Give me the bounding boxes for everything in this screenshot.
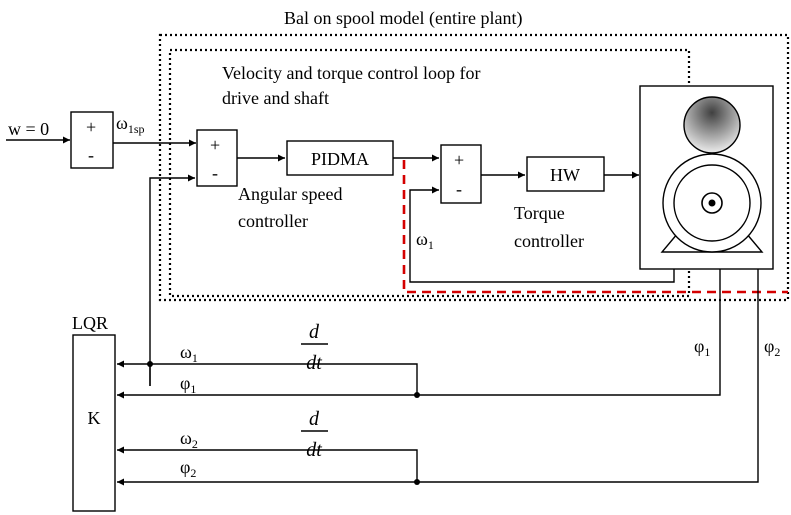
phi1-line xyxy=(117,269,721,399)
omega1-label: ω1 xyxy=(180,342,198,365)
sum1-minus: - xyxy=(88,145,94,165)
phi2-right-label: φ2 xyxy=(764,336,780,359)
sum3-plus: + xyxy=(454,150,464,170)
omega1-speed-feedback xyxy=(149,174,195,386)
sum2-plus: + xyxy=(210,135,220,155)
phi1-right-label: φ1 xyxy=(694,336,710,359)
omega2-label: ω2 xyxy=(180,428,198,451)
lqr-label: LQR xyxy=(72,313,108,333)
plant-boundary-outer xyxy=(158,33,790,302)
sum2-minus: - xyxy=(212,163,218,183)
hw-label: HW xyxy=(550,165,580,185)
phi2-line xyxy=(117,269,759,486)
deriv2-denominator: dt xyxy=(306,439,322,461)
plant-title: Bal on spool model (entire plant) xyxy=(284,8,522,29)
loop-boundary-inner xyxy=(168,48,691,298)
omega2-line xyxy=(117,446,418,482)
deriv1-denominator: dt xyxy=(306,352,322,374)
hw-caption-2: controller xyxy=(514,231,584,251)
pidma-label: PIDMA xyxy=(311,149,369,169)
phi1-junction xyxy=(414,392,420,398)
phi2-label: φ2 xyxy=(180,457,196,480)
deriv1-numerator: d xyxy=(309,321,320,343)
omega1-feedback-label: ω1 xyxy=(416,229,434,252)
omega1-line xyxy=(117,360,418,395)
k-label: K xyxy=(88,408,101,428)
pidma-caption-1: Angular speed xyxy=(238,184,342,204)
phi1-label: φ1 xyxy=(180,373,196,396)
hw-block xyxy=(526,156,605,192)
sum-block-2 xyxy=(196,129,238,187)
k-block xyxy=(72,334,116,512)
sum-block-3 xyxy=(440,144,482,204)
pidma-block xyxy=(286,140,394,176)
sum-block-1 xyxy=(70,111,114,169)
omega1sp-label: ω1sp xyxy=(116,113,145,136)
omega1-torque-feedback xyxy=(409,186,675,283)
hw-caption-1: Torque xyxy=(514,203,565,223)
loop-title-line2: drive and shaft xyxy=(222,88,329,108)
loop-title-line1: Velocity and torque control loop for xyxy=(222,63,480,83)
input-label: w = 0 xyxy=(8,119,49,139)
sum1-plus: + xyxy=(86,117,96,137)
ball-icon xyxy=(683,96,741,154)
spool-axle-icon xyxy=(708,199,716,207)
sum3-minus: - xyxy=(456,179,462,199)
phi2-junction xyxy=(414,479,420,485)
deriv2-numerator: d xyxy=(309,408,320,430)
pidma-caption-2: controller xyxy=(238,211,308,231)
